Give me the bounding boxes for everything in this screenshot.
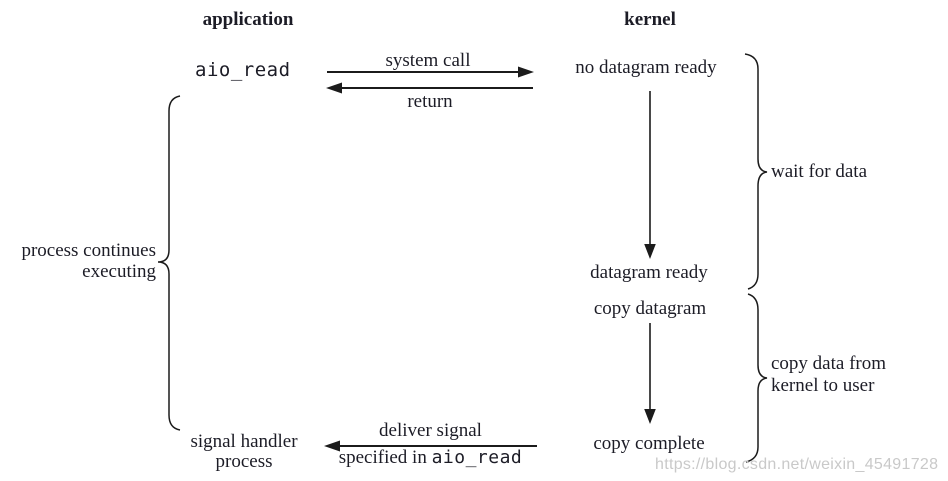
process-continues-brace [157, 95, 181, 431]
process-continues-label: process continues executing [0, 240, 156, 282]
column-header-kernel: kernel [624, 9, 676, 30]
deliver-signal-line2-text: specified in [338, 447, 427, 468]
csdn-watermark: https://blog.csdn.net/weixin_45491728 [655, 456, 939, 473]
column-header-application: application [202, 9, 294, 30]
kernel-state-datagram-ready: datagram ready [590, 262, 708, 283]
return-label: return [407, 91, 453, 112]
deliver-signal-arrowhead-left [324, 440, 340, 452]
signal-handler-label: signal handler process [169, 432, 319, 472]
signal-handler-line1: signal handler [190, 431, 298, 452]
kernel-state-no-datagram-ready: no datagram ready [575, 57, 717, 78]
wait-for-data-label: wait for data [771, 161, 868, 182]
signal-handler-line2: process [215, 451, 273, 472]
process-continues-line2: executing [82, 261, 156, 282]
copy-data-label: copy data from kernel to user [771, 353, 886, 397]
wait-arrowhead-down [644, 244, 656, 259]
copy-data-label-line2: kernel to user [771, 375, 875, 396]
system-call-label: system call [385, 50, 471, 71]
return-arrowhead-left [326, 82, 342, 94]
kernel-state-copy-datagram: copy datagram [593, 298, 707, 319]
process-continues-line1: process continues [21, 240, 156, 261]
deliver-signal-label-line1: deliver signal [379, 420, 482, 441]
deliver-signal-line2-code: aio_read [431, 447, 523, 468]
wait-for-data-brace [744, 53, 768, 290]
copy-data-brace [745, 293, 768, 463]
copy-arrowhead-down [644, 409, 656, 424]
aio-read-call-label: aio_read [195, 59, 291, 81]
copy-data-label-line1: copy data from [771, 353, 887, 374]
kernel-state-copy-complete: copy complete [593, 433, 705, 454]
system-call-arrowhead-right [518, 66, 534, 78]
deliver-signal-label-line2: specified in aio_read [318, 447, 543, 468]
